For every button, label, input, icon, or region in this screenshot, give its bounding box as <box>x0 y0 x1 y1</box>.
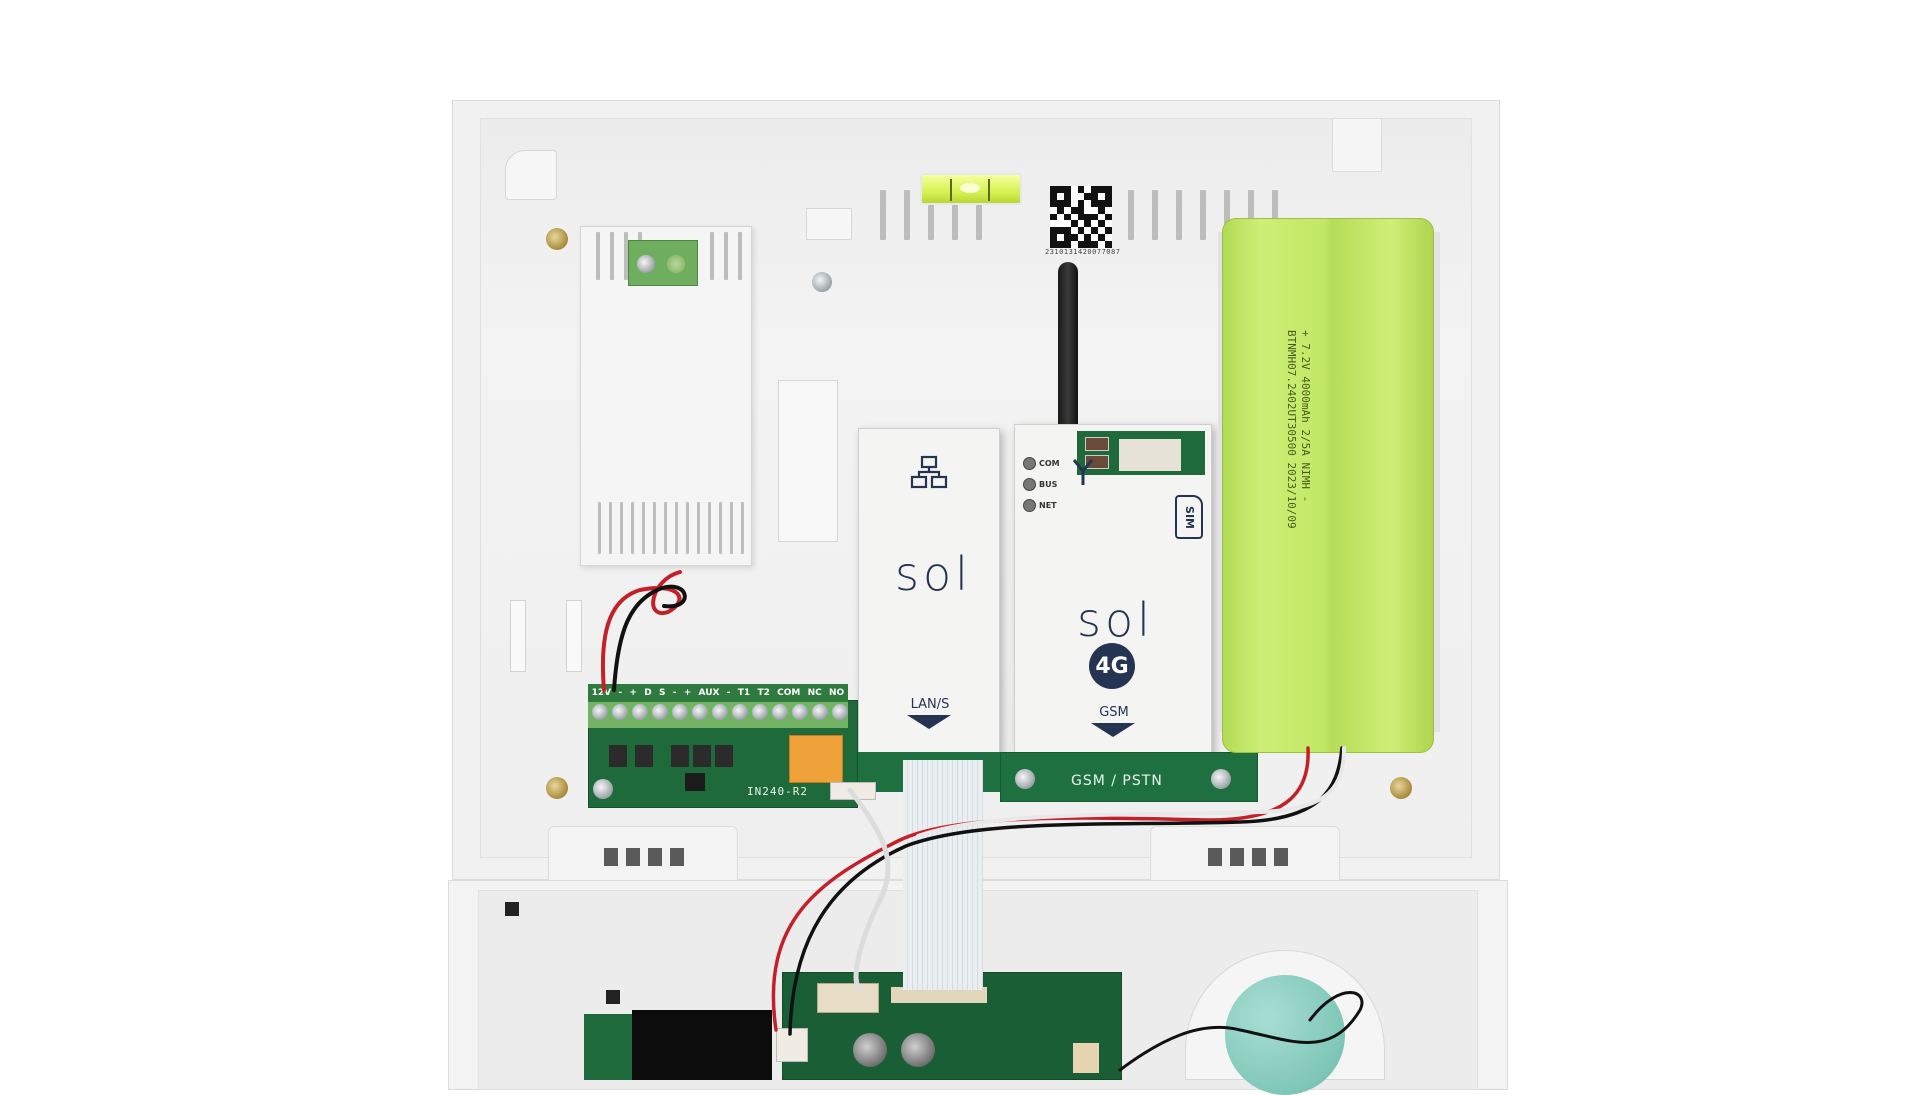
screw <box>1015 769 1035 789</box>
lid-clip-slot <box>606 990 620 1004</box>
mounting-clip <box>505 150 557 200</box>
sim-board <box>1077 431 1205 475</box>
button-p1[interactable] <box>1085 437 1109 451</box>
cable-guide <box>566 600 582 672</box>
ribbon-cable <box>903 760 983 990</box>
4g-badge: 4G <box>1089 643 1135 689</box>
connector-j4[interactable] <box>830 782 876 800</box>
lan-module: sol LAN/S <box>858 428 1000 758</box>
led-net <box>1023 499 1036 512</box>
network-icon <box>910 455 948 489</box>
screw <box>812 272 832 292</box>
psu-vents <box>710 232 742 280</box>
arrow-down-icon <box>907 715 951 729</box>
sim-slot[interactable] <box>1119 439 1181 471</box>
battery-label: + 7.2V 4000mAh 2/5A NIMH - BTNMH07.2402U… <box>1285 330 1312 529</box>
tamper-tab <box>806 208 852 240</box>
button-p2[interactable] <box>1085 455 1109 469</box>
led-bus <box>1023 478 1036 491</box>
hinge-slots <box>1208 848 1288 866</box>
capacitor <box>853 1033 887 1067</box>
capacitor <box>901 1033 935 1067</box>
status-leds: COM BUS NET <box>1023 457 1060 512</box>
led-com <box>1023 457 1036 470</box>
cable-connector[interactable] <box>776 1028 808 1062</box>
sim-icon: SIM <box>1175 495 1203 539</box>
lcd-display <box>632 1010 772 1080</box>
gsm-brand: sol <box>1077 593 1154 647</box>
lan-port-label: LAN/S <box>910 697 950 712</box>
piezo-siren <box>1225 975 1345 1095</box>
qr-code <box>1050 186 1112 248</box>
lid-clip-slot <box>505 902 519 916</box>
gsm-pstn-board: GSM / PSTN <box>1000 752 1258 802</box>
mounting-screw <box>546 777 568 799</box>
mounting-screw <box>1390 777 1412 799</box>
battery-pack <box>1222 218 1434 753</box>
spirit-level <box>920 173 1022 205</box>
piezo-connector[interactable] <box>1073 1043 1099 1073</box>
arrow-down-icon <box>1091 723 1135 737</box>
cable-guide <box>510 600 526 672</box>
qr-serial: 2310131420077087 <box>1045 248 1121 256</box>
terminal-screws[interactable] <box>592 704 848 720</box>
relay <box>789 735 843 783</box>
keypad-board <box>584 1014 636 1080</box>
lan-brand: sol <box>895 547 972 601</box>
gsm-antenna <box>1058 262 1078 430</box>
gsm-board-label: GSM / PSTN <box>1071 773 1163 789</box>
screw <box>593 779 613 799</box>
screw <box>1211 769 1231 789</box>
mounting-clip <box>1332 118 1382 172</box>
cable-connector[interactable] <box>817 983 879 1013</box>
hinge-slots <box>604 848 684 866</box>
vent-slots <box>880 190 982 240</box>
psu-bottom-vents <box>598 502 744 554</box>
vent-slots <box>1128 190 1278 240</box>
gsm-module: COM BUS NET SIM sol 4G GSM <box>1014 424 1212 754</box>
gsm-port-label: GSM <box>1099 705 1129 720</box>
psu-mains-terminal <box>628 240 698 286</box>
tamper-post <box>778 380 838 542</box>
board-model: IN240-R2 <box>747 785 808 798</box>
mounting-screw <box>546 228 568 250</box>
lid-hinge <box>548 826 738 890</box>
